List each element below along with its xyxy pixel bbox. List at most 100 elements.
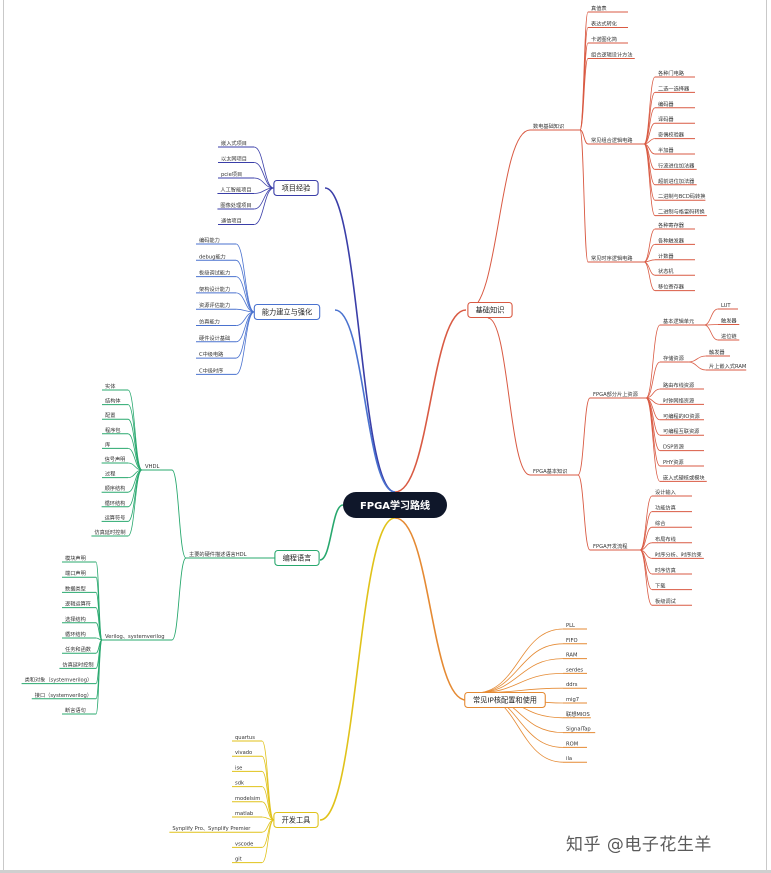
language-hdl-node: 主要的硬件描述语言HDL xyxy=(189,550,247,558)
leaf-node: 运算符号 xyxy=(105,513,126,521)
leaf-node: vivado xyxy=(235,750,252,756)
leaf-node: 端口声明 xyxy=(65,569,86,577)
leaf-node: 各种门电路 xyxy=(658,69,685,77)
leaf-connector xyxy=(127,433,143,471)
leaf-node: 断言语句 xyxy=(65,706,86,714)
leaf-node: 资源评估能力 xyxy=(199,301,230,309)
leaf-connector xyxy=(235,292,255,313)
leaf-node: 实体 xyxy=(105,382,116,390)
branch-connector-project xyxy=(324,187,396,493)
leaf-node: 可编程的IO资源 xyxy=(663,412,701,420)
leaf-node: 二进制与格雷码转换 xyxy=(658,208,706,216)
leaf-node: DSP资源 xyxy=(663,443,685,451)
leaf-connector xyxy=(643,143,656,201)
leaf-connector xyxy=(687,361,707,371)
leaf-node: 板级调试 xyxy=(655,597,677,605)
leaf-connector xyxy=(643,122,656,145)
leaf-connector xyxy=(474,673,564,694)
leaf-connector xyxy=(95,622,103,641)
leaf-node: 时序仿真 xyxy=(655,566,676,574)
leaf-node: 表达式转化 xyxy=(591,20,617,28)
leaf-node: PHY资源 xyxy=(663,458,684,466)
leaf-node: 路由布线资源 xyxy=(663,381,695,389)
leaf-connector xyxy=(643,261,656,276)
leaf-connector xyxy=(253,162,274,189)
leaf-node: 硬件设计基础 xyxy=(199,334,230,342)
leaf-connector xyxy=(643,244,656,263)
branch-basics-label: 基础知识 xyxy=(476,306,505,315)
leaf-connector xyxy=(261,819,275,863)
sub-connector xyxy=(577,474,591,551)
leaf-node: 各种触发器 xyxy=(658,236,685,244)
leaf-node: 二进制与BCD码转换 xyxy=(658,192,706,200)
leaf-node: 可编程互联资源 xyxy=(663,427,700,435)
leaf-node: 模块声明 xyxy=(65,554,86,562)
leaf-node: 图像处理项目 xyxy=(220,201,251,209)
leaf-connector xyxy=(645,388,661,399)
leaf-node: 时序分析、时序约束 xyxy=(655,550,702,558)
verilog-node: Verilog、systemverilog xyxy=(105,634,165,640)
sub-connector xyxy=(171,469,187,559)
leaf-node: 半加器 xyxy=(658,146,674,154)
leaf-connector xyxy=(127,469,143,537)
comb-logic-node: 常见组合逻辑电路 xyxy=(591,136,633,144)
branch-project-label: 项目经验 xyxy=(282,184,311,193)
leaf-node: 功能仿真 xyxy=(655,504,676,512)
leaf-node: ila xyxy=(566,756,572,762)
leaf-connector xyxy=(703,308,719,326)
leaf-connector xyxy=(643,92,656,145)
leaf-node: 译码器 xyxy=(658,115,674,123)
digital-basics-node: 数电基础知识 xyxy=(533,122,564,130)
branch-language-box xyxy=(274,549,320,567)
leaf-node: 任务和函数 xyxy=(65,645,92,653)
leaf-node: 奇偶校验器 xyxy=(658,131,685,139)
seq-logic-node: 常见时序逻辑电路 xyxy=(591,254,633,262)
sub-connector xyxy=(487,317,531,476)
leaf-node: C中级时序 xyxy=(199,366,223,374)
leaf-connector xyxy=(643,107,656,145)
leaf-node: 人工智能项目 xyxy=(220,186,251,194)
leaf-node: 以太网项目 xyxy=(221,155,247,163)
leaf-connector xyxy=(687,355,707,363)
leaf-node: 嵌入式项目 xyxy=(221,139,247,147)
leaf-connector xyxy=(235,311,255,343)
sub-connector xyxy=(645,324,661,399)
leaf-node: ise xyxy=(235,765,242,771)
leaf-node: 二选一选择器 xyxy=(658,84,690,92)
leaf-node: 移位寄存器 xyxy=(658,283,685,291)
leaf-node: ddrs xyxy=(566,682,578,688)
leaf-node: 超前进位加法器 xyxy=(658,177,695,185)
leaf-node: 片上嵌入式RAM xyxy=(709,362,746,370)
leaf-node: Synplify Pro、Synplify Premier xyxy=(172,826,251,832)
leaf-node: 行波进位加法器 xyxy=(658,161,695,169)
branch-connector-tools xyxy=(319,517,396,821)
image-bottom-border xyxy=(0,870,771,873)
leaf-node: modelsim xyxy=(235,796,260,802)
leaf-connector xyxy=(127,469,143,522)
leaf-node: matlab xyxy=(235,811,254,817)
sub-connector xyxy=(645,361,661,399)
leaf-connector xyxy=(235,311,255,375)
leaf-connector xyxy=(127,448,143,471)
leaf-connector xyxy=(639,526,653,551)
branch-ip-box xyxy=(464,691,546,709)
sub-connector xyxy=(579,129,589,263)
leaf-node: 编码能力 xyxy=(199,236,220,244)
leaf-connector xyxy=(703,324,719,341)
leaf-connector xyxy=(643,143,656,216)
leaf-node: mig7 xyxy=(566,697,579,703)
leaf-connector xyxy=(261,786,275,821)
leaf-node: 进位链 xyxy=(721,332,737,340)
mind-map-connectors xyxy=(21,11,747,864)
leaf-connector xyxy=(474,643,564,694)
leaf-node: 时钟网络资源 xyxy=(663,396,695,404)
leaf-node: ROM xyxy=(566,741,578,747)
leaf-node: 触发器 xyxy=(709,348,725,356)
leaf-node: 触发器 xyxy=(721,317,737,325)
sub-connector xyxy=(171,557,187,641)
leaf-node: 计数器 xyxy=(658,252,674,260)
branch-ability-box xyxy=(253,303,321,321)
leaf-node: 过程 xyxy=(105,470,115,478)
leaf-connector xyxy=(579,42,589,131)
leaf-node: 循环结构 xyxy=(105,499,126,507)
